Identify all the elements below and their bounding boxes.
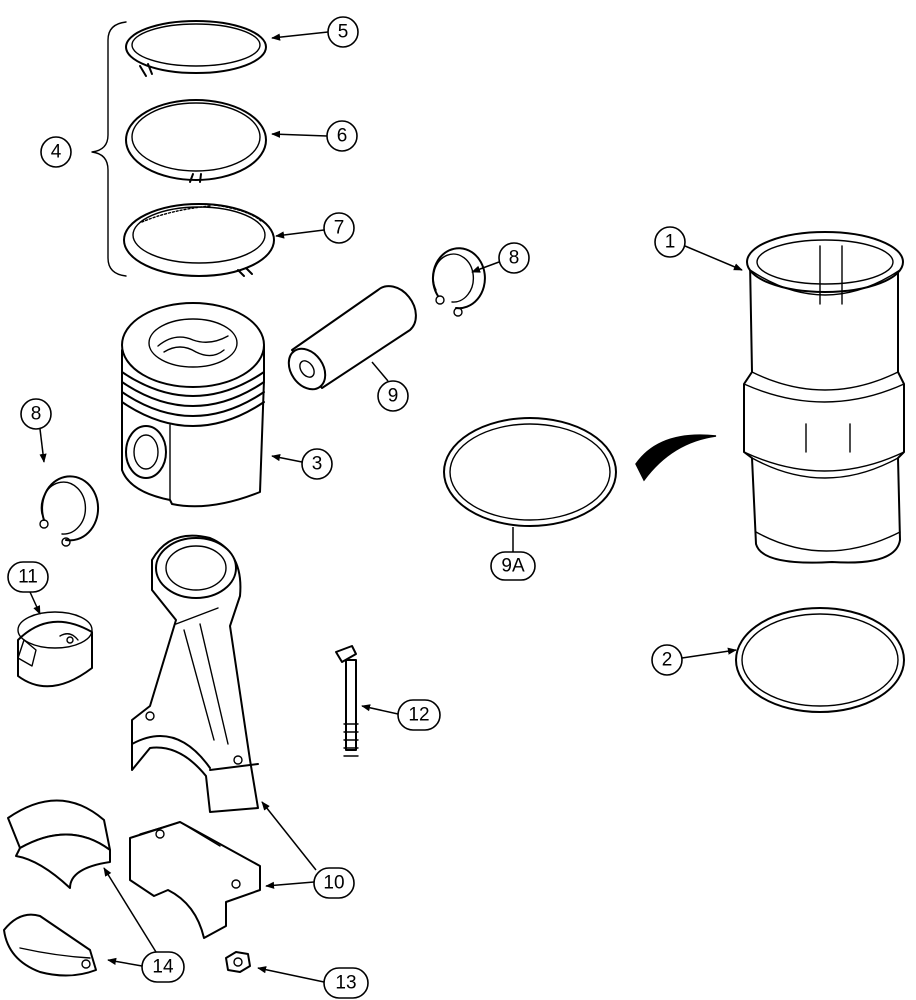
- snap-ring-upper: [431, 247, 486, 317]
- callout-13: 13: [257, 966, 369, 999]
- callout-13-label: 13: [335, 973, 356, 994]
- callout-10-label: 10: [323, 873, 344, 894]
- callout-12-label: 12: [408, 705, 429, 726]
- oil-control-ring: [123, 203, 275, 277]
- install-direction-arrow: [635, 434, 717, 482]
- callout-8-upper: 8: [471, 242, 530, 274]
- callout-5: 5: [271, 16, 359, 48]
- callout-5-label: 5: [338, 22, 349, 43]
- rod-nut: [225, 951, 251, 973]
- callout-8-left: 8: [20, 398, 52, 463]
- callout-10: 10: [261, 801, 355, 899]
- rod-cap: [129, 821, 261, 939]
- rod-bearing: [3, 799, 111, 977]
- callout-14: 14: [103, 867, 185, 983]
- callout-4-label: 4: [51, 142, 62, 163]
- second-compression-ring: [125, 99, 267, 183]
- snap-ring-left: [39, 475, 100, 547]
- cylinder-liner: [743, 231, 905, 564]
- callout-8-upper-label: 8: [509, 248, 520, 269]
- callout-9a: 9A: [490, 527, 536, 581]
- callout-12: 12: [361, 699, 441, 731]
- liner-seal-ring: [735, 607, 905, 713]
- callout-4: 4: [40, 136, 72, 168]
- callout-6-label: 6: [337, 126, 348, 147]
- callout-7: 7: [275, 212, 355, 244]
- callout-11-label: 11: [18, 567, 38, 588]
- callout-1: 1: [654, 226, 743, 271]
- top-compression-ring: [125, 20, 267, 77]
- liner-o-ring: [443, 417, 617, 527]
- callout-9-label: 9: [388, 386, 399, 407]
- piston-pin: [287, 285, 417, 391]
- ring-set-bracket: [91, 21, 127, 277]
- rod-bolt: [335, 645, 359, 757]
- callout-6: 6: [271, 120, 358, 152]
- callout-14-label: 14: [152, 957, 174, 978]
- callout-2-label: 2: [662, 650, 673, 671]
- piston: [121, 302, 265, 508]
- callout-8-left-label: 8: [31, 404, 42, 425]
- callout-2: 2: [651, 644, 737, 676]
- callout-3: 3: [271, 448, 333, 480]
- callout-3-label: 3: [312, 454, 323, 475]
- callout-11: 11: [7, 561, 49, 615]
- connecting-rod: [131, 534, 259, 813]
- pin-bushing: [17, 611, 93, 688]
- callout-9a-label: 9A: [501, 556, 525, 577]
- callout-7-label: 7: [334, 218, 345, 239]
- callout-1-label: 1: [665, 232, 676, 253]
- callout-9: 9: [371, 361, 409, 412]
